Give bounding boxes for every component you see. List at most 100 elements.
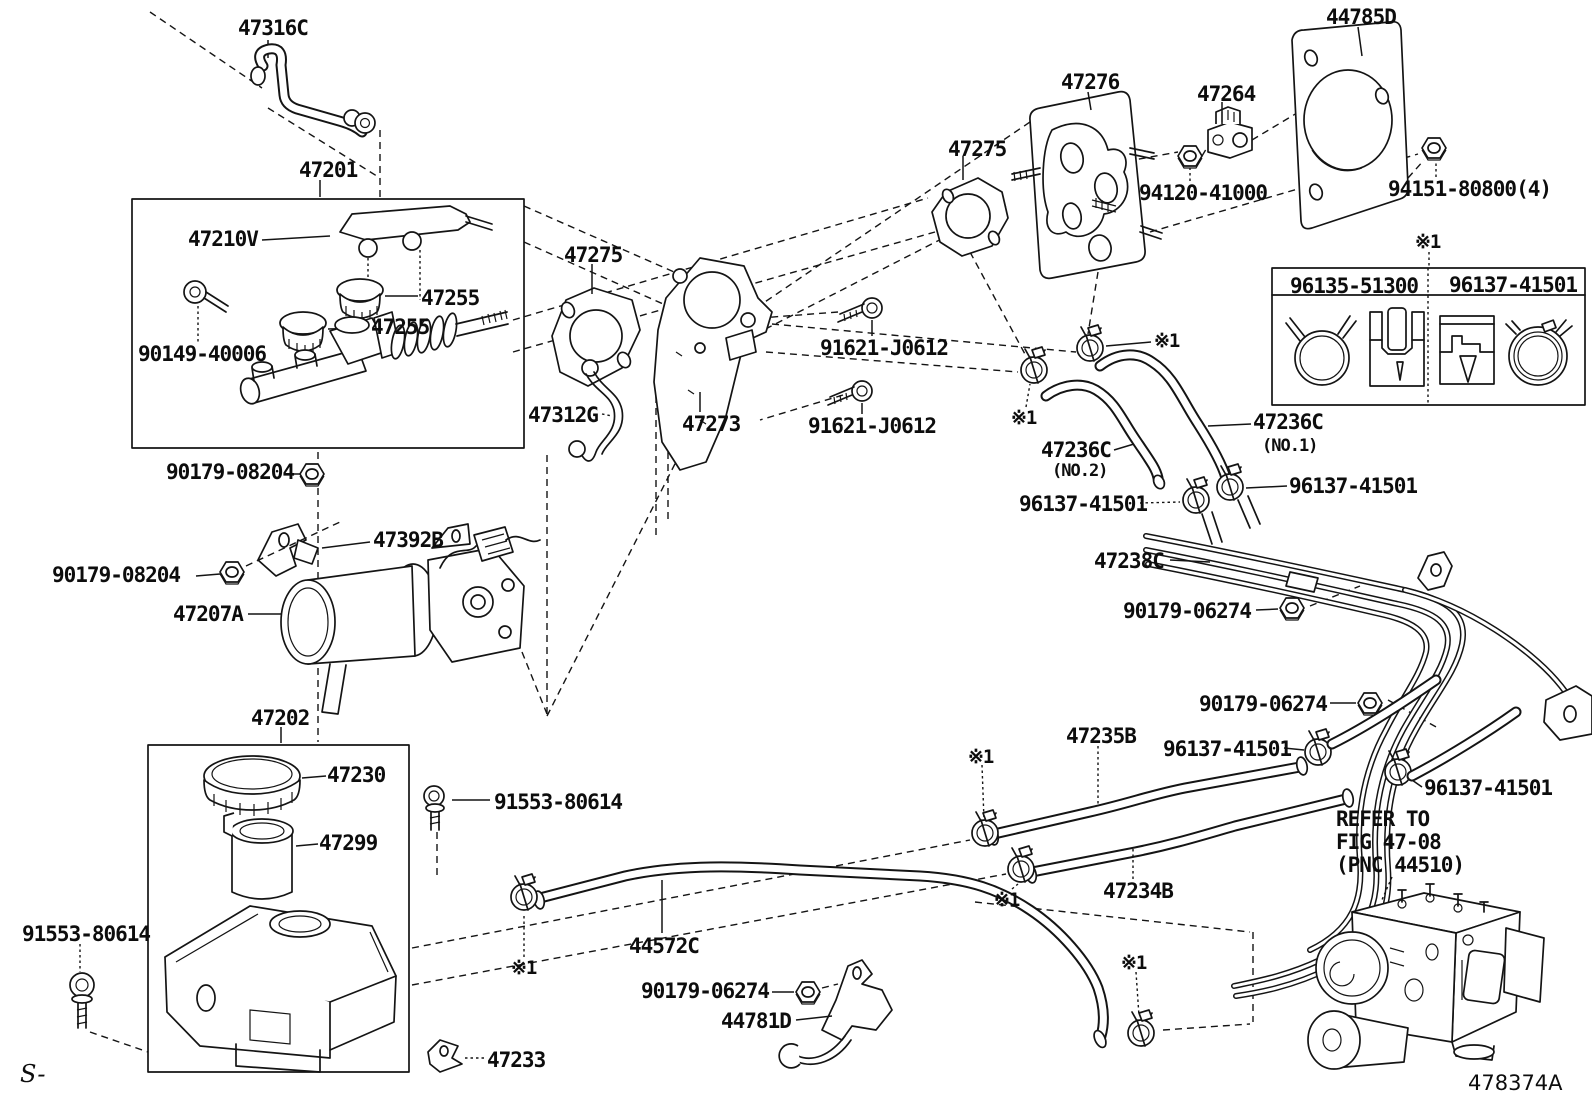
booster-47207a	[248, 523, 541, 715]
hose-47234b	[1024, 788, 1355, 884]
nut-94120-41000	[1177, 145, 1203, 181]
refer-note-line2: FIG 47-08	[1336, 830, 1442, 854]
bracket-47392b	[257, 523, 371, 577]
callout-47275-right: 47275	[948, 137, 1007, 161]
pipe-bracket-right	[1543, 685, 1592, 741]
callout-91553-80614-b: 91553-80614	[22, 922, 151, 946]
nut-90179-06274-b	[1330, 692, 1383, 716]
callout-44781d: 44781D	[721, 1009, 792, 1033]
note-mark-1: ※1	[1154, 330, 1180, 352]
callout-47273: 47273	[682, 412, 741, 436]
callout-94151-80800: 94151-80800(4)	[1388, 177, 1552, 201]
callout-47201: 47201	[299, 158, 358, 182]
reservoir-cap-47255-a	[336, 278, 418, 322]
refer-note-line1: REFER TO	[1336, 807, 1430, 831]
callout-90179-06274-a: 90179-06274	[1123, 599, 1252, 623]
bolt-91553-80614-a	[423, 785, 490, 831]
gasket-plate-47276	[1011, 90, 1163, 280]
bolt-91553-80614-b	[69, 944, 95, 1029]
hose-clamps-mid	[971, 674, 1522, 890]
callout-47392b: 47392B	[373, 528, 444, 552]
tube-47312g	[568, 359, 624, 462]
bolt-91621-j0612-b	[827, 380, 873, 414]
note-mark-2: ※1	[1011, 407, 1037, 429]
callout-44785d: 44785D	[1326, 5, 1397, 29]
clamp-holder-icon-b	[1439, 315, 1495, 385]
legend-part-96135-51300: 96135-51300	[1290, 274, 1419, 298]
callout-47255-a: 47255	[421, 286, 480, 310]
callout-47264: 47264	[1197, 82, 1256, 106]
reservoir-cap-47255-b	[279, 311, 369, 355]
callout-90179-08204-a: 90179-08204	[166, 460, 295, 484]
sheet-code: 478374A	[1468, 1071, 1563, 1095]
legend-part-96137-41501: 96137-41501	[1449, 273, 1578, 297]
reservoir-parts	[164, 755, 397, 1073]
callout-47234b: 47234B	[1103, 879, 1174, 903]
clamp-holder-icon-a	[1369, 307, 1425, 387]
refer-note-line3: (PNC 44510)	[1336, 853, 1465, 877]
callout-96137-41501-a: 96137-41501	[1019, 492, 1148, 516]
callout-47207a: 47207A	[173, 602, 244, 626]
note-mark-6: ※1	[1121, 952, 1147, 974]
callout-90179-06274-b: 90179-06274	[1199, 692, 1328, 716]
callout-91621-j0612-b: 91621-J0612	[808, 414, 937, 438]
callout-47312g: 47312G	[528, 403, 599, 427]
screw-90149-40006	[183, 280, 229, 342]
callout-91621-j0612-a: 91621-J0612	[820, 336, 949, 360]
abs-actuator	[1307, 876, 1545, 1070]
callout-90179-08204-b: 90179-08204	[52, 563, 181, 587]
callout-47276: 47276	[1061, 70, 1120, 94]
hose-44572c	[510, 861, 1155, 1049]
callout-91553-80614-a: 91553-80614	[494, 790, 623, 814]
callout-96137-41501-c: 96137-41501	[1163, 737, 1292, 761]
callout-47233: 47233	[487, 1048, 546, 1072]
callout-47236c-no2-sub: (NO.2)	[1052, 461, 1108, 481]
callout-90149-40006: 90149-40006	[138, 342, 267, 366]
gasket-plate-44785d	[1291, 20, 1409, 230]
corner-mark: S-	[20, 1060, 46, 1088]
gasket-47275-left	[551, 264, 641, 387]
master-cylinder-parts	[183, 205, 509, 487]
callout-90179-06274-c: 90179-06274	[641, 979, 770, 1003]
nut-90179-06274-c	[772, 981, 839, 1005]
callout-47255-b: 47255	[371, 315, 430, 339]
reservoir-group-box	[147, 727, 410, 1073]
callout-47236c-no1-sub: (NO.1)	[1262, 436, 1318, 456]
hoses-47236c	[1020, 324, 1288, 545]
bolt-91621-j0612-a	[837, 297, 883, 336]
callout-47210v: 47210V	[188, 227, 259, 251]
nut-90179-08204-a	[288, 463, 325, 487]
nut-94151-80800	[1421, 137, 1447, 177]
spring-clamp-icon	[1285, 315, 1357, 386]
clutch-tube-47316c	[250, 40, 376, 138]
callout-96137-41501-d: 96137-41501	[1424, 776, 1553, 800]
callout-47202: 47202	[251, 706, 310, 730]
callout-96137-41501-b: 96137-41501	[1289, 474, 1418, 498]
callout-47316c: 47316C	[238, 16, 309, 40]
bracket-47273	[653, 257, 773, 471]
note-mark-4: ※1	[994, 889, 1020, 911]
note-mark-3: ※1	[968, 746, 994, 768]
reservoir-tank	[164, 905, 397, 1073]
callout-47235b: 47235B	[1066, 724, 1137, 748]
callout-44572c: 44572C	[629, 934, 700, 958]
callout-47230: 47230	[327, 763, 386, 787]
note-mark-legend: ※1	[1415, 231, 1441, 253]
gasket-47275-right	[931, 156, 1009, 257]
nut-90179-08204-b	[195, 521, 341, 585]
worm-clamp-icon	[1505, 319, 1573, 386]
callout-47236c-no2: 47236C	[1041, 438, 1112, 462]
pipe-bracket-top	[1417, 551, 1453, 591]
callout-94120-41000: 94120-41000	[1139, 181, 1268, 205]
callout-47299: 47299	[319, 831, 378, 855]
master-cylinder-group-box	[131, 180, 525, 449]
clamp-block-47264	[1207, 102, 1253, 159]
abs-top-studs	[1397, 883, 1489, 913]
nut-90179-06274-a	[1255, 597, 1305, 621]
callout-47236c-no1: 47236C	[1253, 410, 1324, 434]
clamp-legend-box	[1271, 252, 1586, 406]
callout-47238c: 47238C	[1094, 549, 1165, 573]
bracket-47233	[427, 1039, 485, 1073]
